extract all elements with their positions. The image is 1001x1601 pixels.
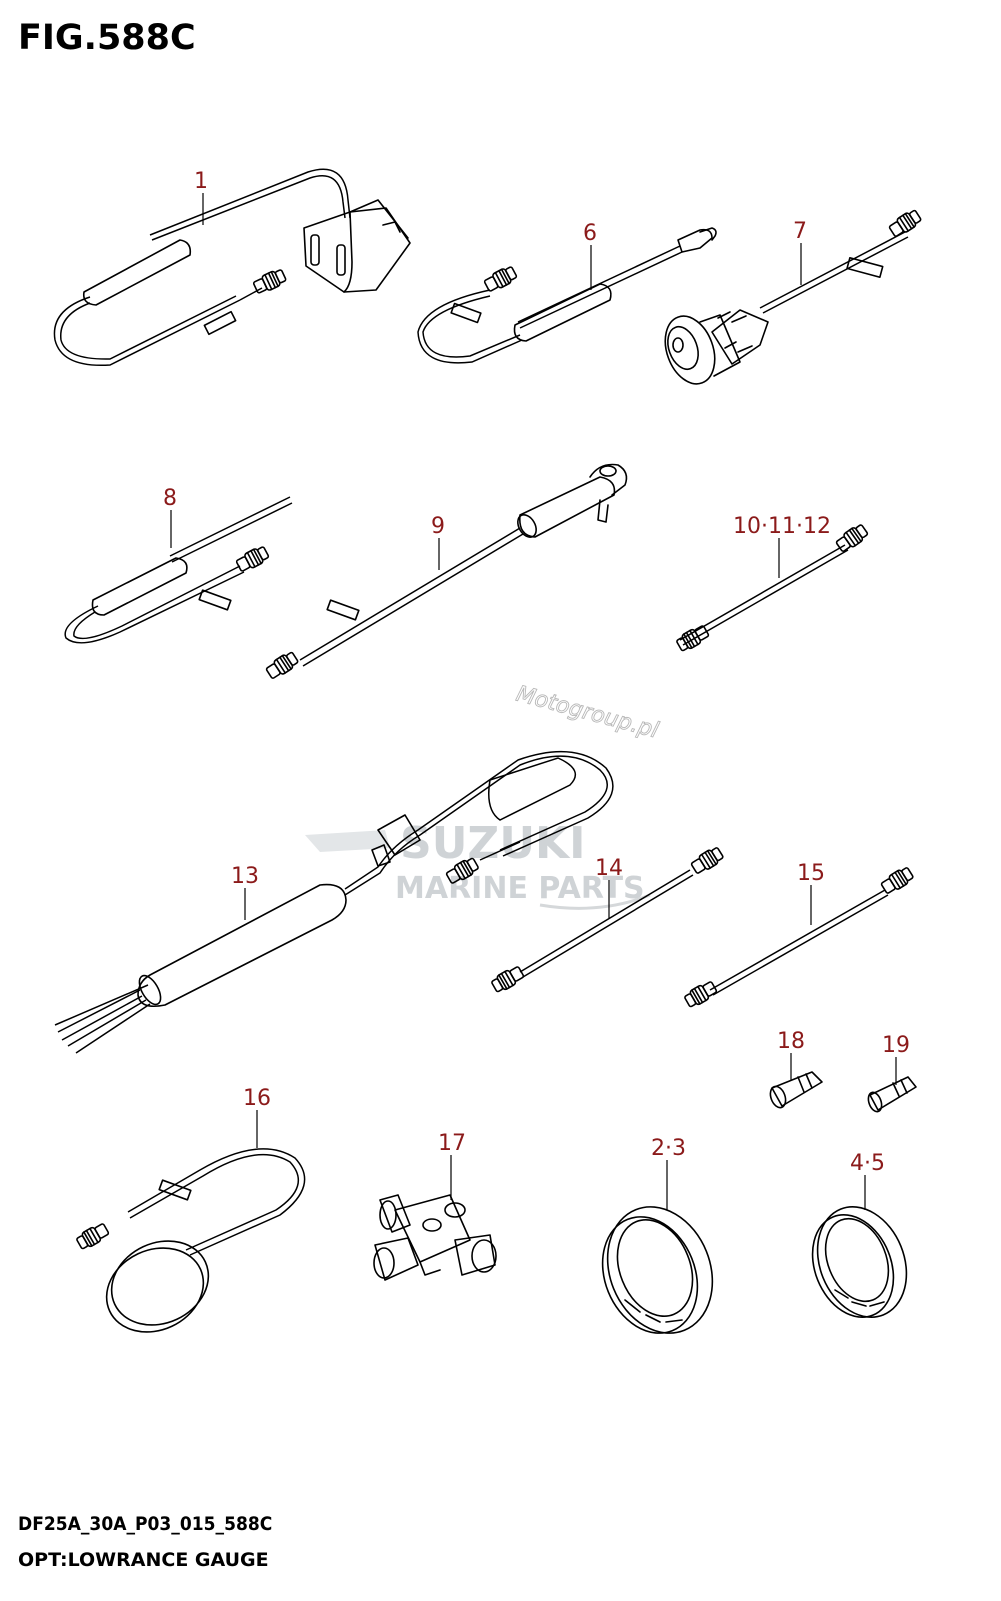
svg-text:Motogroup.pl: Motogroup.pl: [513, 682, 660, 744]
figure-title: FIG.588C: [18, 18, 196, 58]
callout-9: 9: [431, 514, 445, 539]
callout-14: 14: [595, 856, 623, 881]
callout-13: 13: [231, 864, 259, 889]
callout-10-11-12: 10·11·12: [733, 514, 831, 539]
part-4-5-gauge-ring: [811, 1206, 908, 1318]
figure-caption: OPT:LOWRANCE GAUGE: [18, 1549, 269, 1571]
part-18-terminator: [769, 1071, 823, 1109]
callout-1: 1: [194, 169, 208, 194]
part-6-sensor-cable: [417, 227, 717, 364]
watermark-motogroup: Motogroup.pl: [513, 681, 661, 744]
part-19-terminator: [867, 1076, 917, 1113]
callout-2-3: 2·3: [651, 1136, 686, 1161]
callout-18: 18: [777, 1029, 805, 1054]
part-13-harness: [54, 750, 614, 1054]
part-8-power-cable: [64, 496, 293, 644]
svg-text:MARINE PARTS: MARINE PARTS: [395, 871, 645, 906]
callout-17: 17: [438, 1131, 466, 1156]
part-7-thru-hull-cable: [664, 207, 924, 385]
callout-15: 15: [797, 861, 825, 886]
part-15-cable: [682, 864, 916, 1010]
callout-4-5: 4·5: [850, 1151, 885, 1176]
part-10-11-12-extension-cable: [674, 521, 871, 654]
part-1-transducer-cable: [53, 168, 411, 367]
callout-19: 19: [882, 1033, 910, 1058]
callout-7: 7: [793, 219, 807, 244]
callout-8: 8: [163, 486, 177, 511]
part-17-t-connector: [373, 1194, 497, 1281]
callout-6: 6: [583, 221, 597, 246]
callout-16: 16: [243, 1086, 271, 1111]
figure-code: DF25A_30A_P03_015_588C: [18, 1513, 273, 1535]
part-9-speed-sensor-cable: [263, 463, 628, 682]
svg-text:SUZUKI: SUZUKI: [400, 818, 586, 869]
part-16-temp-sensor: [74, 1148, 306, 1333]
part-14-cable: [489, 844, 726, 995]
part-2-3-gauge-ring: [601, 1206, 714, 1334]
